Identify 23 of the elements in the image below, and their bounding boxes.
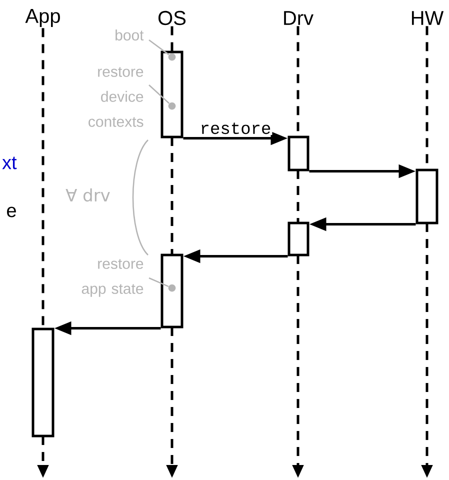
text-label: ∀ drv: [66, 188, 110, 202]
activation-bar: [32, 328, 54, 438]
activation-bar: [288, 136, 310, 172]
activation-bar: [160, 50, 184, 138]
leader-line: [148, 39, 170, 56]
leader-line: [148, 84, 170, 104]
text-label: xt: [2, 156, 17, 170]
activation-bar: [160, 254, 184, 328]
anchor-dot: [168, 102, 176, 110]
activation-bar: [416, 168, 438, 224]
text-label: e: [7, 206, 16, 218]
leader-line: [148, 277, 169, 288]
lifeline-header: Drv: [284, 11, 314, 25]
anchor-dot: [168, 53, 176, 61]
edge-label: restore: [202, 122, 270, 134]
note: restore device contexts: [88, 67, 144, 127]
lifeline-header: OS: [158, 10, 186, 26]
lifeline-header: App: [25, 9, 60, 27]
note: restore app state: [82, 259, 144, 297]
activation-bar: [288, 222, 310, 256]
lifeline-header: HW: [412, 11, 444, 25]
anchor-dot: [168, 284, 176, 292]
note: boot: [116, 30, 144, 40]
